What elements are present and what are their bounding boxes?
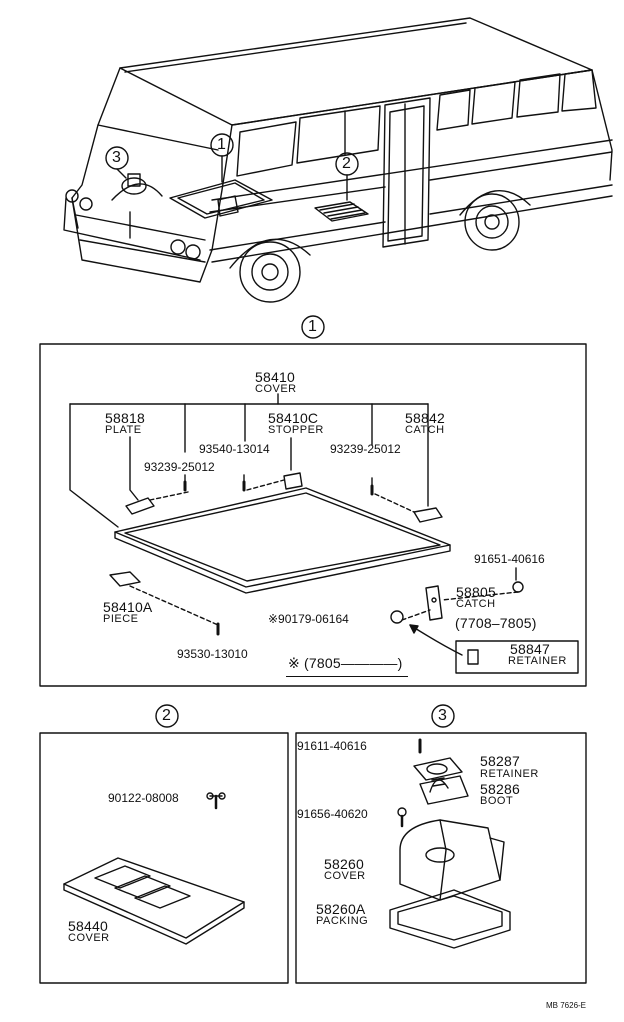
section2-frame (39, 732, 289, 984)
section3-boot-desc: BOOT (480, 795, 514, 807)
section2-number: 2 (162, 707, 171, 724)
bus-callout-3: 3 (112, 149, 121, 166)
bolt-right-number: 93239-25012 (330, 442, 401, 456)
catch-top-desc: CATCH (405, 424, 445, 436)
plate-part-number: 58818 (105, 410, 145, 426)
section3-hardware (389, 738, 511, 949)
catch-part-number: 58805 (456, 584, 496, 600)
section3-callout-circle (431, 704, 455, 728)
piece-part-number: 58410A (103, 599, 153, 615)
bolt-mid-number: 93540-13014 (199, 442, 270, 456)
section1-leader-lines (69, 393, 517, 581)
footnote-underline (286, 676, 408, 677)
minibus-illustration (63, 17, 613, 303)
piece-screw-number: 93530-13010 (177, 647, 248, 661)
section1-hardware (109, 472, 579, 674)
screw-number: ※90179-06164 (268, 612, 349, 626)
stopper-part-number: 58410C (268, 410, 319, 426)
date-range: (7708–7805) (455, 615, 537, 631)
stopper-desc: STOPPER (268, 424, 324, 436)
retainer-desc: RETAINER (508, 655, 567, 667)
section3-retainer-part-number: 58287 (480, 753, 520, 769)
section3-frame (295, 732, 587, 984)
cover-desc: COVER (255, 383, 297, 395)
section3-nut-number: 91656-40620 (297, 807, 368, 821)
catch-desc: CATCH (456, 598, 496, 610)
section1-number: 1 (308, 318, 317, 335)
section1-callout-circle (301, 315, 325, 339)
section3-bolt-number: 91611-40616 (297, 739, 367, 753)
catch-top-part-number: 58842 (405, 410, 445, 426)
section3-packing-part-number: 58260A (316, 901, 366, 917)
section2-hardware (63, 792, 245, 945)
section3-cover-desc: COVER (324, 870, 366, 882)
section3-retainer-desc: RETAINER (480, 768, 539, 780)
bus-callout-2: 2 (342, 155, 351, 172)
floor-cover-frame (114, 487, 451, 594)
section1-frame (39, 343, 587, 687)
section2-cover-part-number: 58440 (68, 918, 108, 934)
footnote-date: ※ (7805————) (288, 655, 403, 671)
plate-desc: PLATE (105, 424, 142, 436)
nut-number: 91651-40616 (474, 552, 545, 566)
diagram-code: MB 7626-E (546, 1001, 587, 1010)
section2-callout-circle (155, 704, 179, 728)
bus-callout-1: 1 (217, 136, 226, 153)
cover-part-number: 58410 (255, 369, 295, 385)
section3-packing-desc: PACKING (316, 915, 369, 927)
section3-boot-part-number: 58286 (480, 781, 520, 797)
section2-screw-number: 90122-08008 (108, 791, 179, 805)
retainer-part-number: 58847 (510, 641, 550, 657)
section2-cover-desc: COVER (68, 932, 110, 944)
section3-cover-part-number: 58260 (324, 856, 364, 872)
bolt-left-number: 93239-25012 (144, 460, 215, 474)
section3-number: 3 (438, 707, 447, 724)
piece-desc: PIECE (103, 613, 139, 625)
